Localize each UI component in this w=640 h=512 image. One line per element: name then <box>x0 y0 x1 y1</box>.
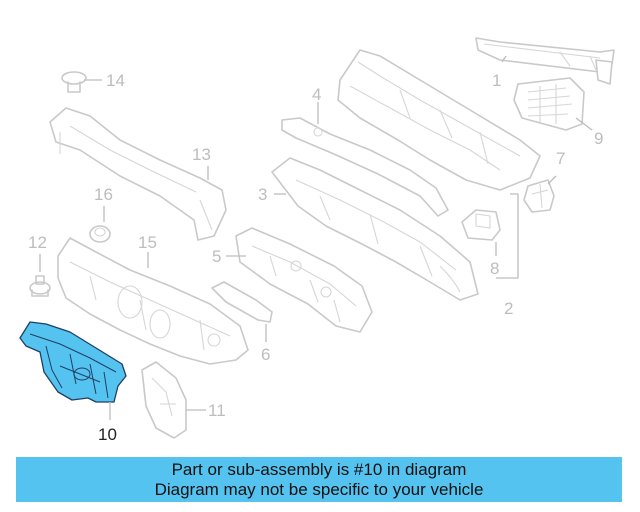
callout-8: 8 <box>490 259 499 278</box>
parts-diagram: 1 2 3 4 5 6 7 8 9 10 11 12 13 14 16 15 <box>19 37 615 444</box>
callout-15: 15 <box>138 233 157 252</box>
callout-16: 16 <box>94 185 113 204</box>
callout-10: 10 <box>98 425 117 444</box>
part-6-strap <box>211 281 273 323</box>
callout-9: 9 <box>594 129 603 148</box>
part-15-insulator <box>57 237 249 365</box>
banner-line-1: Part or sub-assembly is #10 in diagram <box>171 460 467 479</box>
callout-5: 5 <box>212 247 221 266</box>
part-9-vent-grille <box>513 77 585 131</box>
part-13-bracket <box>49 107 227 241</box>
banner-line-2: Diagram may not be specific to your vehi… <box>154 480 484 499</box>
part-11-lower-bracket <box>141 361 187 439</box>
callout-14: 14 <box>106 71 125 90</box>
part-10-highlighted <box>19 321 127 403</box>
part-14-clip <box>61 71 87 93</box>
leader-lines <box>39 55 593 420</box>
part-7-bracket <box>523 179 555 213</box>
callout-12: 12 <box>28 233 47 252</box>
part-8-mount <box>461 209 501 241</box>
callout-2: 2 <box>504 299 513 318</box>
callout-3: 3 <box>258 185 267 204</box>
callout-6: 6 <box>261 345 270 364</box>
callout-7: 7 <box>556 149 565 168</box>
part-5-reinforcement <box>235 227 373 333</box>
callout-1: 1 <box>492 71 501 90</box>
info-banner: Part or sub-assembly is #10 in diagram D… <box>16 457 622 502</box>
part-16-grommet <box>89 225 111 243</box>
part-3-firewall-panel <box>271 157 479 301</box>
part-2-cowl-panel <box>337 49 541 191</box>
part-12-plug <box>29 275 51 297</box>
callout-4: 4 <box>312 85 321 104</box>
part-1-cowl-strip <box>475 37 615 85</box>
callout-13: 13 <box>192 145 211 164</box>
part-4-bar <box>281 117 449 217</box>
callout-11: 11 <box>208 401 226 420</box>
callout-numbers: 1 2 3 4 5 6 7 8 9 10 11 12 13 14 16 15 <box>28 71 603 444</box>
